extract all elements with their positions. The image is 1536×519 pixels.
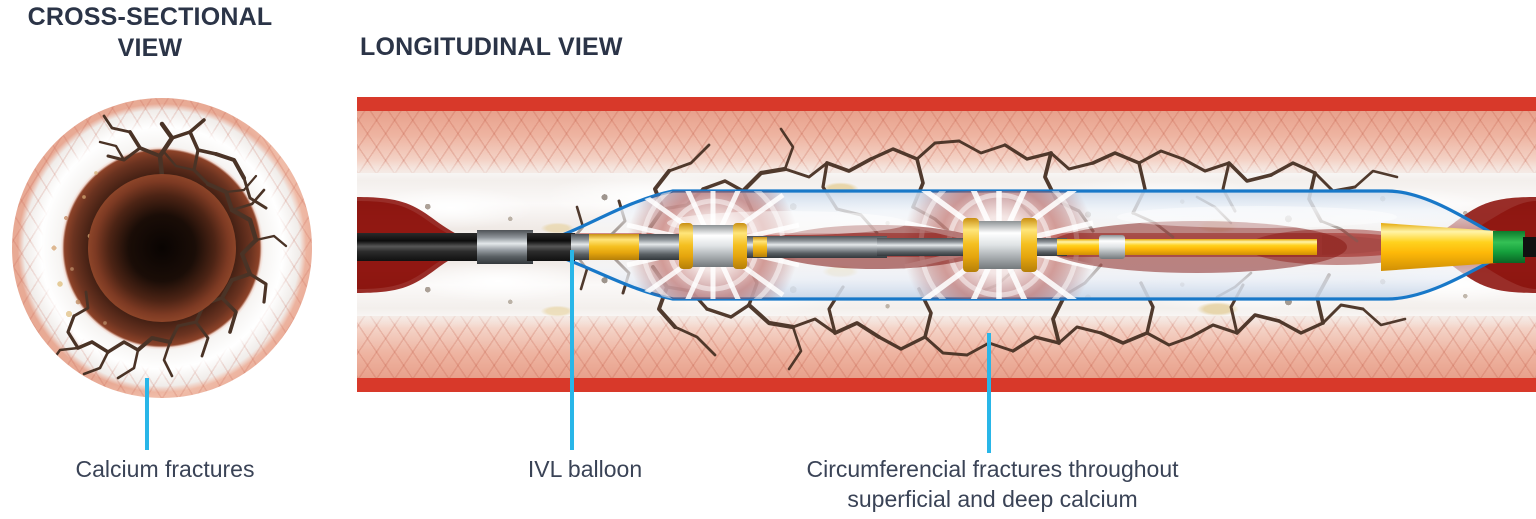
longitudinal-artery-diagram bbox=[357, 97, 1536, 392]
adventitia-top bbox=[357, 97, 1536, 111]
catheter-shaft-proximal bbox=[357, 230, 575, 264]
cross-section-fracture-overlay bbox=[48, 114, 288, 380]
arterial-lumen bbox=[88, 174, 236, 322]
ivl-balloon-catheter-assembly bbox=[357, 189, 1536, 301]
shockwave-emitter-proximal bbox=[679, 223, 747, 269]
pointer-line-circumferential-fractures bbox=[987, 333, 991, 453]
caption-ivl-balloon: IVL balloon bbox=[527, 456, 643, 482]
pointer-line-ivl-balloon bbox=[570, 250, 574, 450]
cross-sectional-view-title: CROSS-SECTIONAL VIEW bbox=[27, 3, 273, 62]
pointer-line-calcium-fractures bbox=[145, 378, 149, 450]
radiopaque-marker-band bbox=[1099, 235, 1125, 259]
calcium-fracture-network bbox=[48, 114, 288, 380]
shockwave-emitter-distal bbox=[963, 218, 1037, 272]
caption-circumferential-fractures: Circumferencial fractures throughout sup… bbox=[806, 456, 1179, 512]
distal-tip bbox=[1381, 223, 1536, 271]
cross-sectional-artery-diagram bbox=[12, 98, 312, 398]
longitudinal-view-title: LONGITUDINAL VIEW bbox=[360, 33, 623, 61]
caption-calcium-fractures: Calcium fractures bbox=[75, 456, 255, 482]
adventitia-bottom bbox=[357, 378, 1536, 392]
